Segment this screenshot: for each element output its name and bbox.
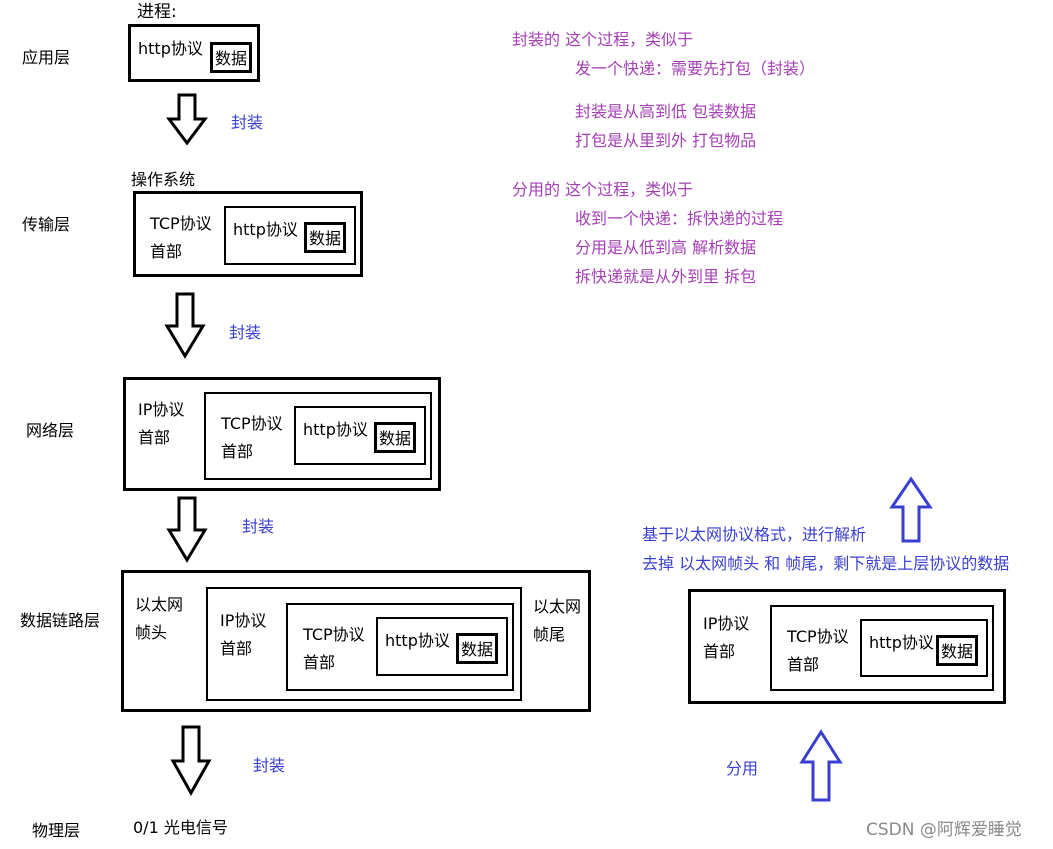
data-label: 数据 (461, 640, 494, 659)
process-label: 进程: (137, 2, 177, 22)
encap-note-line: 发一个快递：需要先打包（封装） (575, 59, 816, 78)
data-box: 数据 (456, 633, 498, 664)
http-segment-box: http协议 数据 (860, 619, 988, 677)
demux-note-line: 拆快递就是从外到里 拆包 (575, 267, 757, 286)
tcp-label-line1: TCP协议 (150, 214, 212, 233)
arrow-down-icon (164, 292, 206, 359)
encap-note-line: 封装是从高到低 包装数据 (575, 102, 757, 121)
tcp-label-line2: 首部 (303, 653, 336, 672)
eth-trailer-label-line2: 帧尾 (533, 625, 566, 644)
data-box: 数据 (304, 222, 346, 253)
transport-packet-box: TCP协议 首部 http协议 数据 (133, 191, 363, 277)
layer-label-network: 网络层 (26, 421, 75, 440)
tcp-label-line1: TCP协议 (221, 414, 283, 433)
app-packet-box: http协议 数据 (128, 24, 260, 82)
eth-trailer-label-line1: 以太网 (533, 597, 582, 616)
physical-signal-label: 0/1 光电信号 (133, 818, 228, 837)
demux-note-line: 分用的 这个过程，类似于 (512, 180, 694, 199)
watermark: CSDN @阿辉爱睡觉 (866, 820, 1022, 840)
arrow-down-icon (170, 725, 212, 797)
data-box: 数据 (210, 42, 252, 73)
arrow-down-icon (166, 93, 208, 146)
encapsulate-label: 封装 (231, 113, 264, 132)
data-label: 数据 (941, 642, 974, 661)
data-label: 数据 (215, 49, 248, 68)
ip-label-line1: IP协议 (220, 611, 267, 630)
data-label: 数据 (379, 429, 412, 448)
arrow-down-icon (166, 496, 208, 563)
http-segment-box: http协议 数据 (224, 206, 356, 265)
layer-label-application: 应用层 (22, 48, 71, 67)
ip-label-line1: IP协议 (703, 614, 750, 633)
http-label: http协议 (138, 39, 203, 58)
os-label: 操作系统 (131, 170, 196, 189)
layer-label-physical: 物理层 (32, 821, 81, 840)
parse-note-line: 基于以太网协议格式，进行解析 (642, 525, 867, 544)
tcp-label-line1: TCP协议 (787, 627, 849, 646)
encapsulate-label: 封装 (253, 756, 286, 775)
tcp-segment-box: TCP协议 首部 http协议 数据 (204, 392, 432, 480)
demux-note-line: 收到一个快递：拆快递的过程 (575, 209, 784, 228)
encapsulate-label: 封装 (242, 517, 275, 536)
data-box: 数据 (936, 635, 978, 666)
ip-label-line2: 首部 (703, 642, 736, 661)
http-label: http协议 (385, 631, 450, 650)
tcp-segment-box: TCP协议 首部 http协议 数据 (286, 603, 514, 691)
tcp-label-line2: 首部 (150, 242, 183, 261)
layer-label-transport: 传输层 (22, 215, 71, 234)
http-label: http协议 (869, 633, 934, 652)
data-label: 数据 (309, 229, 342, 248)
ip-label-line2: 首部 (220, 639, 253, 658)
tcp-label-line1: TCP协议 (303, 625, 365, 644)
ip-label-line2: 首部 (138, 428, 171, 447)
network-packet-box: IP协议 首部 TCP协议 首部 http协议 数据 (123, 377, 441, 491)
http-label: http协议 (233, 220, 298, 239)
datalink-frame-box: 以太网 帧头 以太网 帧尾 IP协议 首部 TCP协议 首部 http协议 数据 (121, 570, 591, 712)
demux-ip-packet-box: IP协议 首部 TCP协议 首部 http协议 数据 (688, 589, 1006, 704)
tcp-label-line2: 首部 (787, 655, 820, 674)
eth-header-label-line2: 帧头 (135, 623, 168, 642)
demux-note-line: 分用是从低到高 解析数据 (575, 238, 757, 257)
http-segment-box: http协议 数据 (376, 617, 508, 676)
demux-label: 分用 (726, 759, 759, 778)
http-label: http协议 (303, 420, 368, 439)
tcp-segment-box: TCP协议 首部 http协议 数据 (770, 605, 994, 691)
data-box: 数据 (374, 422, 416, 453)
arrow-up-icon (889, 476, 933, 543)
layer-label-datalink: 数据链路层 (20, 611, 101, 630)
tcp-label-line2: 首部 (221, 442, 254, 461)
encap-note-line: 封装的 这个过程，类似于 (512, 30, 694, 49)
encap-note-line: 打包是从里到外 打包物品 (575, 131, 757, 150)
eth-header-label-line1: 以太网 (135, 595, 184, 614)
ip-packet-box: IP协议 首部 TCP协议 首部 http协议 数据 (206, 587, 522, 701)
parse-note-line: 去掉 以太网帧头 和 帧尾，剩下就是上层协议的数据 (642, 554, 1010, 573)
http-segment-box: http协议 数据 (294, 406, 426, 465)
ip-label-line1: IP协议 (138, 400, 185, 419)
arrow-up-icon (799, 729, 843, 802)
encapsulate-label: 封装 (229, 323, 262, 342)
